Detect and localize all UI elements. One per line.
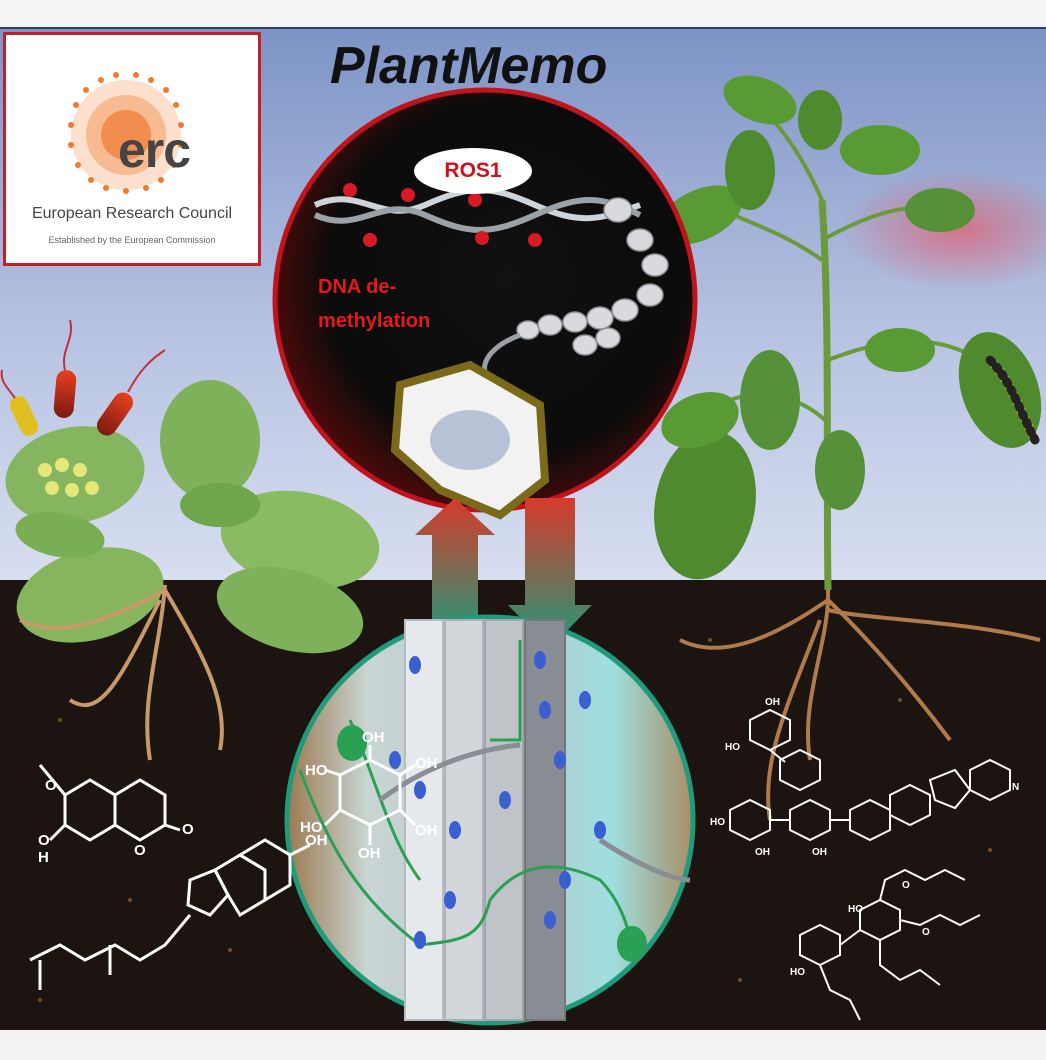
arabidopsis-plant [5,380,380,654]
bacteria-dots [389,651,606,949]
svg-text:O: O [38,832,50,849]
nucleus [430,410,510,470]
nucleosomes [516,197,669,356]
svg-text:OH: OH [812,847,827,858]
svg-text:OH: OH [415,755,438,772]
svg-text:HO: HO [848,904,863,915]
triterpene-labels: OH [305,832,328,849]
svg-text:HO: HO [300,819,323,836]
glycoalkaloid-labels: OH HO HO OH OH N [710,697,1019,858]
svg-text:OH: OH [358,845,381,862]
svg-text:HO: HO [725,742,740,753]
svg-text:O: O [182,821,194,838]
erc-dot-cloud [68,72,184,194]
triterpene-structure [29,838,311,990]
svg-text:O: O [902,880,910,891]
svg-text:H: H [38,849,49,866]
svg-text:N: N [1012,782,1019,793]
acylsugar-labels: HO HO O O [790,880,930,978]
arrow-up [415,498,495,640]
arrow-down [508,498,592,648]
tomato-roots [679,589,1041,821]
illustration-canvas: OH OH HO HO OH OH O O H O O [0,27,1046,1030]
inositol-labels: OH OH HO HO OH OH [300,729,438,862]
svg-text:OH: OH [765,697,780,708]
svg-text:OH: OH [305,832,328,849]
svg-text:HO: HO [305,762,328,779]
bacteria [0,319,166,436]
ros1-label: ROS1 [414,148,532,194]
erc-name: European Research Council [31,205,233,222]
bottom-strip [0,1030,1046,1060]
root-cells [404,619,566,1021]
svg-text:OH: OH [755,847,770,858]
erc-logo-text: erc [118,122,191,178]
project-title: PlantMemo [330,37,608,95]
svg-text:O: O [134,842,146,859]
dna-demethylation-line2: methylation [318,310,431,332]
svg-text:O: O [45,777,57,794]
root-hair [378,742,521,803]
graphical-abstract: OH OH HO HO OH OH O O H O O [0,27,1046,1030]
svg-text:HO: HO [790,967,805,978]
svg-text:OH: OH [362,729,385,746]
erc-subtitle: Established by the European Commission [48,235,216,245]
acylsugar-structure [799,868,981,1021]
arabidopsis-roots [19,584,224,761]
scopoletin-structure [38,764,181,842]
root-hair [598,837,691,883]
spore [617,926,647,962]
inositol-structure [323,745,417,845]
dna-demethylation-label: DNA de- methylation [318,270,458,338]
svg-text:HO: HO [710,817,725,828]
svg-text:OH: OH [415,822,438,839]
dna-demethylation-line1: DNA de- [318,276,397,298]
erc-logo-box: erc European Research Council Establishe… [3,32,261,266]
scopoletin-labels: O O H O O [38,777,194,866]
glycoalkaloid-structure [729,708,1011,842]
spore [337,725,367,761]
svg-text:O: O [922,927,930,938]
